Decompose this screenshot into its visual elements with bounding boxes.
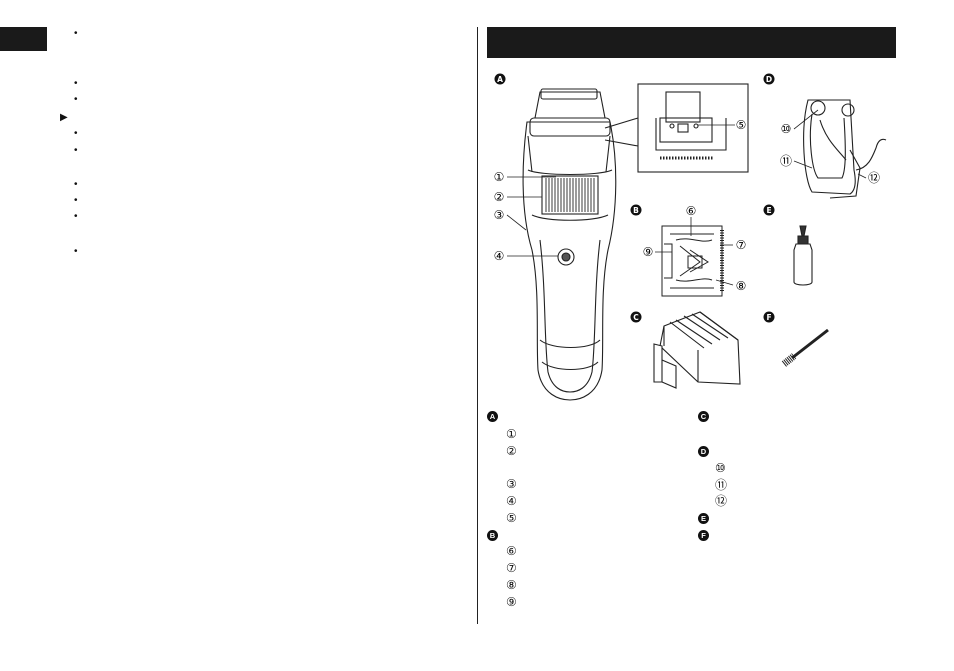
trimmer-bottom-detail-inset [604,83,749,173]
list-num: ⑦ [506,561,517,575]
callout-3: ③ [494,208,505,222]
list-num: ⑫ [715,494,728,508]
adjustment-dial-ridges [545,178,595,212]
callout-leader-lines [506,109,867,286]
callout-7: ⑦ [736,238,747,252]
oil-bottle-illustration [793,225,813,286]
list-num: ② [506,444,517,458]
callout-8: ⑧ [736,279,747,293]
page-section-tab [0,27,47,51]
comb-attachment-illustration [653,311,741,389]
callout-1: ① [494,170,505,184]
bullet: • [74,94,78,105]
callout-9: ⑨ [643,245,654,259]
callout-2: ② [494,190,505,204]
bullet: • [74,246,78,257]
badge-label: D [766,75,772,84]
callout-6: ⑥ [686,204,697,218]
list-num: ⑧ [506,578,517,592]
callout-4: ④ [494,249,505,263]
badge-label: B [633,206,639,215]
blade-illustration [661,225,724,297]
bullet: • [74,28,78,39]
list-badge-a: A [487,411,498,422]
bullet: • [74,78,78,89]
badge-label: E [766,206,771,215]
section-header-bar [487,27,896,58]
bullet: • [74,195,78,206]
badge-a-icon: A [494,73,506,85]
list-num: ⑩ [715,461,726,475]
bullet: • [74,211,78,222]
list-num: ④ [506,494,517,508]
bullet: • [74,179,78,190]
list-num: ⑤ [506,511,517,525]
callout-5: ⑤ [736,118,747,132]
list-num: ① [506,427,517,441]
bullet: • [74,128,78,139]
page-divider [477,27,478,624]
badge-d-icon: D [763,73,775,85]
arrow-marker-icon: ▶ [60,112,68,123]
badge-f-icon: F [763,311,775,323]
callout-12: ⑫ [868,171,880,185]
bullet: • [74,145,78,156]
badge-e-icon: E [763,204,775,216]
trimmer-body-illustration [522,88,617,401]
charging-stand-illustration [803,99,887,199]
list-badge-e: E [698,513,709,524]
list-badge-d: D [698,446,709,457]
callout-10: ⑩ [781,122,792,136]
badge-c-icon: C [630,311,642,323]
callout-11: ⑪ [780,154,792,168]
badge-b-icon: B [630,204,642,216]
list-num: ⑨ [506,595,517,609]
badge-label: A [497,75,503,84]
list-badge-c: C [698,411,709,422]
cleaning-brush-illustration [781,328,829,367]
badge-label: F [766,313,771,322]
list-badge-f: F [698,530,709,541]
badge-label: C [633,313,639,322]
list-num: ③ [506,477,517,491]
list-badge-b: B [487,530,498,541]
parts-identification-figure: A B C D E F [494,73,887,401]
list-num: ⑥ [506,544,517,558]
list-num: ⑪ [715,478,728,492]
